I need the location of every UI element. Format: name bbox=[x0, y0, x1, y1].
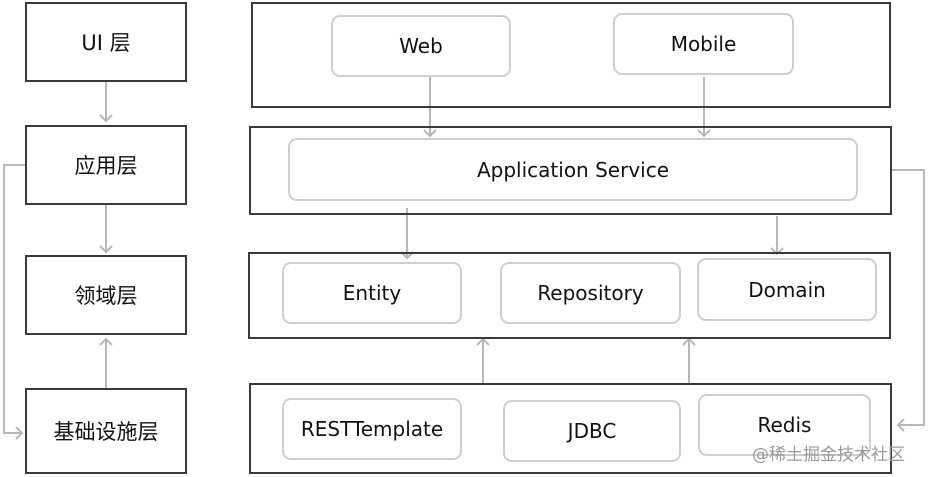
jdbc-label: JDBC bbox=[567, 419, 617, 443]
web-label: Web bbox=[399, 34, 443, 58]
mobile-label: Mobile bbox=[670, 32, 737, 56]
domain-layer-frame bbox=[248, 252, 891, 339]
entity-node: Entity bbox=[282, 262, 462, 324]
infrastructure-layer-frame bbox=[249, 383, 892, 474]
web-node: Web bbox=[331, 15, 511, 77]
domain-node: Domain bbox=[697, 258, 877, 321]
ui-layer-frame bbox=[251, 2, 891, 108]
application-service-label: Application Service bbox=[476, 157, 670, 182]
watermark: @稀土掘金技术社区 bbox=[752, 445, 905, 465]
layer-domain: 领域层 bbox=[25, 255, 187, 335]
jdbc-node: JDBC bbox=[503, 400, 681, 462]
arrow-application-to-infra-right bbox=[891, 169, 925, 432]
rest-template-label: RESTTemplate bbox=[300, 417, 444, 441]
application-layer-frame bbox=[249, 126, 892, 215]
domain-label: Domain bbox=[748, 277, 826, 302]
layer-ui-label: UI 层 bbox=[81, 31, 131, 55]
repository-label: Repository bbox=[537, 281, 644, 305]
layer-infrastructure-label: 基础设施层 bbox=[53, 420, 159, 444]
layer-domain-label: 领域层 bbox=[74, 284, 138, 308]
redis-node: Redis bbox=[698, 394, 871, 456]
layer-application-label: 应用层 bbox=[74, 154, 138, 178]
entity-label: Entity bbox=[342, 281, 402, 305]
rest-template-node: RESTTemplate bbox=[282, 398, 462, 460]
arrow-application-to-infrastructure bbox=[3, 164, 26, 440]
application-service-node: Application Service bbox=[288, 138, 858, 201]
redis-label: Redis bbox=[757, 413, 812, 437]
layer-infrastructure: 基础设施层 bbox=[25, 388, 187, 474]
mobile-node: Mobile bbox=[613, 13, 794, 75]
repository-node: Repository bbox=[500, 262, 681, 324]
layer-application: 应用层 bbox=[25, 125, 187, 205]
layer-ui: UI 层 bbox=[25, 2, 187, 82]
